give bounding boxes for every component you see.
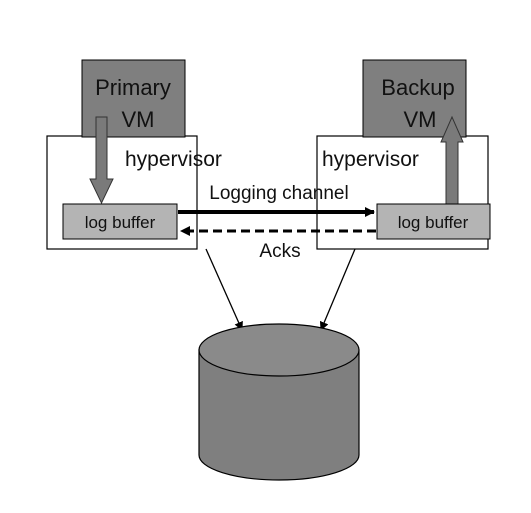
backup-log-buffer-label: log buffer <box>398 213 469 232</box>
primary-hypervisor-label: hypervisor <box>125 148 222 171</box>
shared-disk-top <box>198 323 360 377</box>
shared-disk-body <box>198 349 360 481</box>
primary-log-buffer-label: log buffer <box>85 213 156 232</box>
primary-vm-label-line2: VM <box>122 107 155 132</box>
backup-log-buffer <box>376 203 491 240</box>
logging-channel-label: Logging channel <box>209 183 348 204</box>
primary-vm-label-line1: Primary <box>95 75 171 100</box>
acks-label: Acks <box>259 241 300 262</box>
backup-to-disk-line <box>319 248 356 331</box>
buffer-to-backup-arrow <box>440 115 464 205</box>
shared-disk <box>198 323 360 481</box>
backup-vm-box <box>362 59 467 138</box>
backup-vm-label-line1: Backup <box>381 75 454 100</box>
backup-hypervisor-label: hypervisor <box>322 148 419 171</box>
backup-vm-label-line2: VM <box>404 107 437 132</box>
primary-to-buffer-arrow <box>89 116 114 205</box>
primary-log-buffer <box>62 203 178 240</box>
primary-to-disk-line <box>205 248 243 331</box>
